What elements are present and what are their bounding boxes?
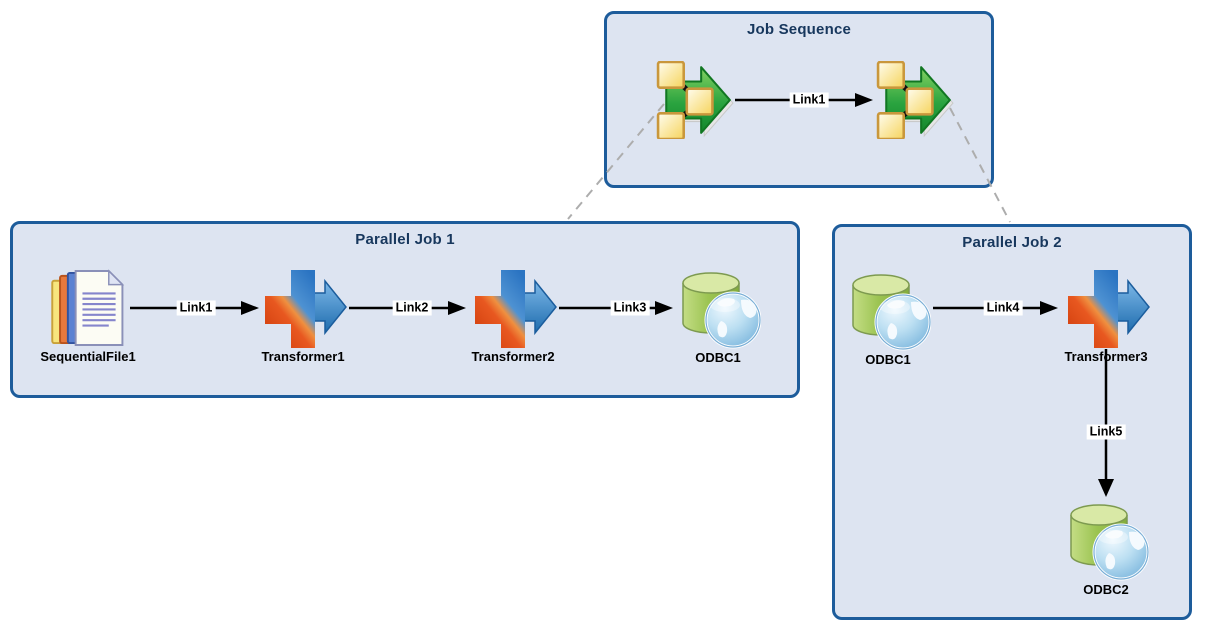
node-odbc2[interactable]: ODBC2 <box>1063 495 1149 597</box>
node-label: ODBC1 <box>695 350 741 365</box>
link-label-pj2-link4[interactable]: Link4 <box>983 300 1023 316</box>
node-transformer2[interactable]: Transformer2 <box>469 268 557 364</box>
node-transformer3[interactable]: Transformer3 <box>1062 268 1150 364</box>
node-odbc1-pj1[interactable]: ODBC1 <box>675 263 761 365</box>
node-label: ODBC2 <box>1083 582 1129 597</box>
odbc-icon <box>1070 504 1149 581</box>
node-label: ODBC1 <box>865 352 911 367</box>
job-sequence-title: Job Sequence <box>746 21 852 38</box>
node-label: SequentialFile1 <box>40 349 136 364</box>
sequence-job-icon <box>876 61 954 139</box>
node-label: Transformer2 <box>471 349 555 364</box>
node-label: Transformer1 <box>261 349 345 364</box>
link-label-pj2-link5[interactable]: Link5 <box>1086 424 1126 440</box>
sequence-job-node-2[interactable] <box>876 61 954 139</box>
link-label-pj1-link2[interactable]: Link2 <box>392 300 432 316</box>
node-odbc1-pj2[interactable]: ODBC1 <box>845 265 931 367</box>
parallel-job-1-title: Parallel Job 1 <box>355 231 455 248</box>
sequence-job-icon <box>656 61 734 139</box>
transformer-icon <box>1068 270 1150 348</box>
node-label: Transformer3 <box>1064 349 1148 364</box>
node-sequentialfile1[interactable]: SequentialFile1 <box>40 268 136 364</box>
link-label-js-link1[interactable]: Link1 <box>789 92 829 108</box>
transformer-icon <box>265 270 347 348</box>
sequence-job-node-1[interactable] <box>656 61 734 139</box>
sequential-file-icon <box>50 269 124 346</box>
link-label-pj1-link1[interactable]: Link1 <box>176 300 216 316</box>
odbc-icon <box>852 274 931 351</box>
node-transformer1[interactable]: Transformer1 <box>259 268 347 364</box>
odbc-icon <box>682 272 761 349</box>
transformer-icon <box>475 270 557 348</box>
parallel-job-2-title: Parallel Job 2 <box>962 234 1062 251</box>
link-label-pj1-link3[interactable]: Link3 <box>610 300 650 316</box>
